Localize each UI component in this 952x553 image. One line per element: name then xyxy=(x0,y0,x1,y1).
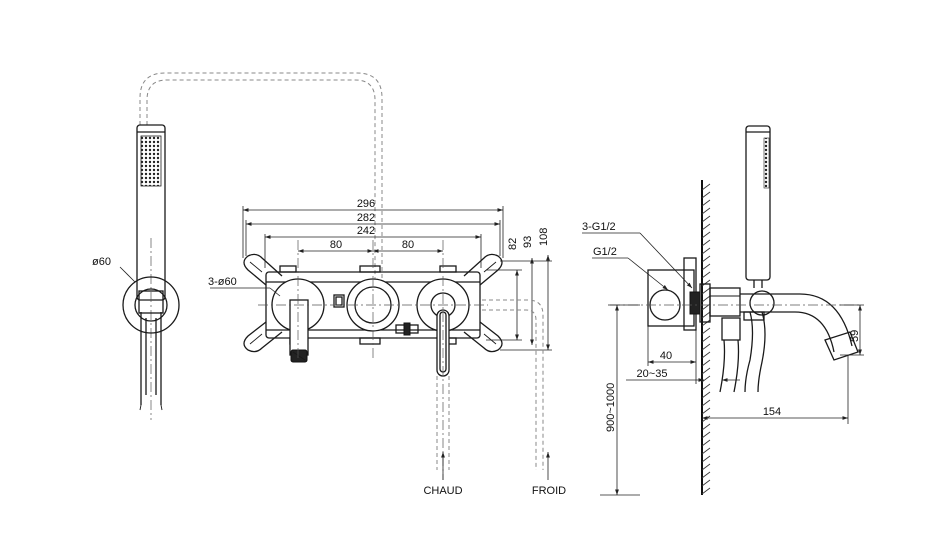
wall-hatch-line xyxy=(701,183,711,191)
mount-ear-tl xyxy=(243,253,283,286)
wall-hatch-line xyxy=(701,287,711,295)
side-dimensions xyxy=(582,232,864,496)
concealed-body-front-view xyxy=(210,240,503,480)
wall-hatch-line xyxy=(701,343,711,351)
label-wall-plate-dia: 3-ø60 xyxy=(208,276,237,288)
dim-20-35: 20~35 xyxy=(637,368,668,380)
wall-hatch-line xyxy=(701,247,711,255)
wall-hatch-line xyxy=(701,271,711,279)
wall-hatch-line xyxy=(701,327,711,335)
wall-hatch-line xyxy=(701,471,711,479)
wall-hatch-line xyxy=(701,223,711,231)
wall-hatch-line xyxy=(701,199,711,207)
wall-hatch-line xyxy=(701,279,711,287)
wall-hatch-line xyxy=(701,487,711,495)
supply-pipes xyxy=(436,299,550,480)
dim-82: 82 xyxy=(507,238,519,250)
mount-ear-br xyxy=(463,321,503,353)
dim-282: 282 xyxy=(357,212,375,224)
wall-hatch-line xyxy=(701,447,711,455)
dim-80-left: 80 xyxy=(330,239,342,251)
label-thread-3g: 3-G1/2 xyxy=(582,221,616,233)
wall-hatch-line xyxy=(701,311,711,319)
wall-hatch-line xyxy=(701,215,711,223)
side-view-body xyxy=(610,125,862,393)
hose-path-dashed xyxy=(146,79,376,285)
dim-242: 242 xyxy=(357,225,375,237)
dim-59: 59 xyxy=(849,330,861,342)
dim-40: 40 xyxy=(660,350,672,362)
dim-80-right: 80 xyxy=(402,239,414,251)
dim-296: 296 xyxy=(357,198,375,210)
hose-path-dashed-outer xyxy=(139,72,383,285)
label-hot: CHAUD xyxy=(423,485,462,497)
wall-hatch-line xyxy=(701,191,711,199)
wall-hatch-line xyxy=(701,335,711,343)
wall-hatch-line xyxy=(701,207,711,215)
dim-height: 900~1000 xyxy=(605,383,617,432)
dim-93: 93 xyxy=(522,236,534,248)
label-hand-shower-dia: ø60 xyxy=(92,256,111,268)
wall-hatch-line xyxy=(701,263,711,271)
wall-hatch-line xyxy=(701,391,711,399)
wall-hatch-line xyxy=(701,399,711,407)
label-cold: FROID xyxy=(532,485,566,497)
wall-hatch-line xyxy=(701,239,711,247)
wall-hatch-line xyxy=(701,455,711,463)
wall-hatch-line xyxy=(701,439,711,447)
wall-hatch-line xyxy=(701,479,711,487)
wall-hatch-line xyxy=(701,383,711,391)
wall-hatch-line xyxy=(701,231,711,239)
wall-hatch-line xyxy=(701,367,711,375)
wall-hatch-line xyxy=(701,351,711,359)
dim-108: 108 xyxy=(538,228,550,246)
dimensions-top xyxy=(242,206,504,268)
dim-154: 154 xyxy=(763,406,781,418)
wall-hatch-line xyxy=(701,255,711,263)
label-thread-g: G1/2 xyxy=(593,246,617,258)
wall-hatch-line xyxy=(701,359,711,367)
wall-hatch-line xyxy=(701,415,711,423)
wall-section xyxy=(701,180,711,495)
wall-hatch-line xyxy=(701,319,711,327)
wall-hatch-line xyxy=(701,423,711,431)
wall-hatch-line xyxy=(701,295,711,303)
wall-hatch-line xyxy=(701,375,711,383)
mount-ear-bl xyxy=(243,321,283,353)
dimensions-right xyxy=(486,255,552,351)
small-fitting xyxy=(395,322,419,336)
wall-hatch-line xyxy=(701,431,711,439)
wall-hatch-line xyxy=(701,407,711,415)
hand-shower-front-view xyxy=(119,124,180,420)
wall-hatch-line xyxy=(701,463,711,471)
